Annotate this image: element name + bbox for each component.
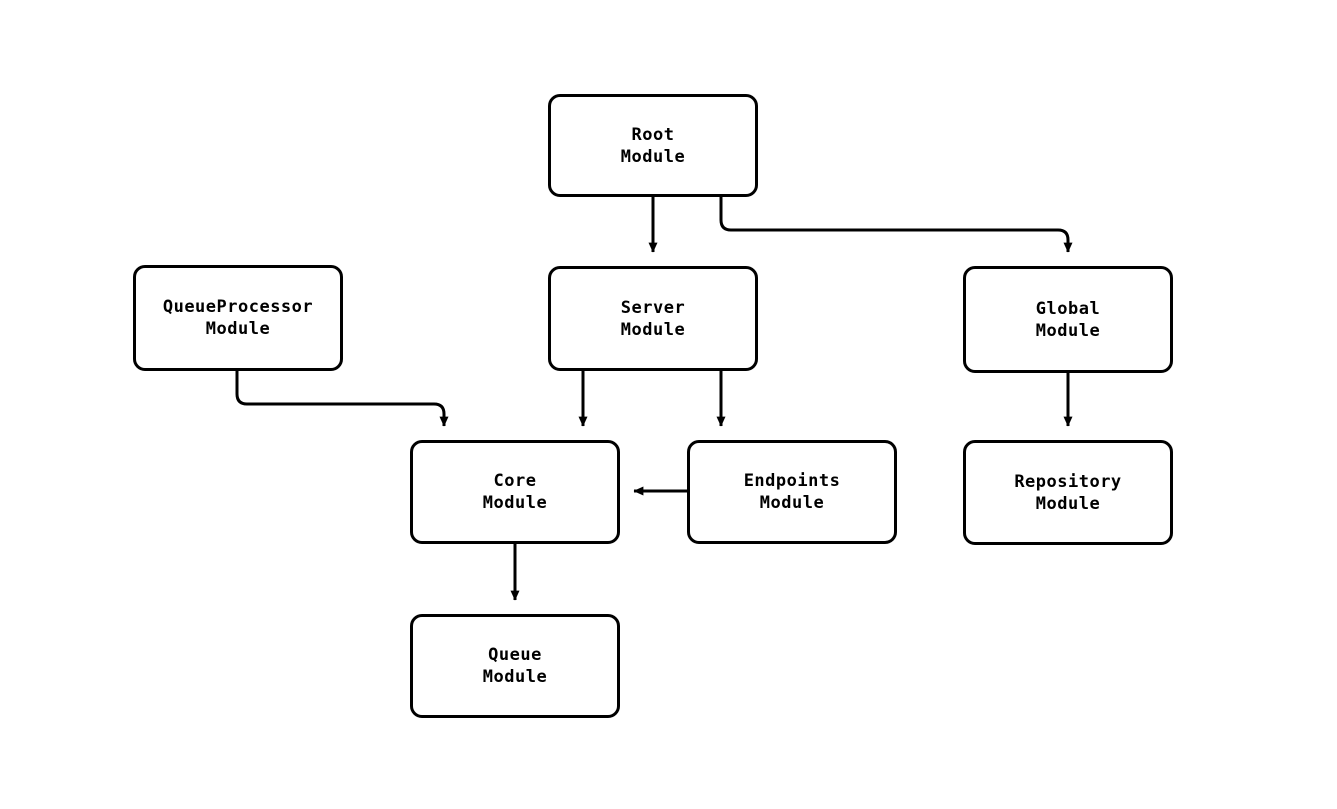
node-queue[interactable]: Queue Module [410,614,620,718]
node-repository-label-line1: Repository [1014,471,1122,492]
node-endpoints[interactable]: Endpoints Module [687,440,897,544]
node-queue-label-line2: Module [482,667,548,687]
edge-queueprocessor-to-core [235,371,449,427]
node-server[interactable]: Server Module [548,266,758,371]
node-queueprocessor-label-line2: Module [205,319,271,339]
node-server-label-line1: Server [620,297,686,318]
node-root[interactable]: Root Module [548,94,758,197]
node-repository-label-line2: Module [1035,493,1101,514]
node-endpoints-label-line1: Endpoints [743,471,841,491]
edge-root-to-global [719,197,1073,253]
node-core[interactable]: Core Module [410,440,620,544]
node-global[interactable]: Global Module [963,266,1173,373]
node-global-label-line2: Module [1035,320,1101,341]
node-core-label-line2: Module [482,493,548,513]
node-root-label-line1: Root [631,124,675,145]
node-queueprocessor[interactable]: QueueProcessor Module [133,265,343,371]
node-root-label-line2: Module [620,146,686,167]
node-global-label-line1: Global [1035,298,1101,319]
node-core-label-line1: Core [493,471,537,491]
node-endpoints-label-line2: Module [759,493,825,513]
node-queueprocessor-label-line1: QueueProcessor [162,297,314,317]
node-server-label-line2: Module [620,319,686,340]
node-repository[interactable]: Repository Module [963,440,1173,545]
node-queue-label-line1: Queue [488,645,542,665]
